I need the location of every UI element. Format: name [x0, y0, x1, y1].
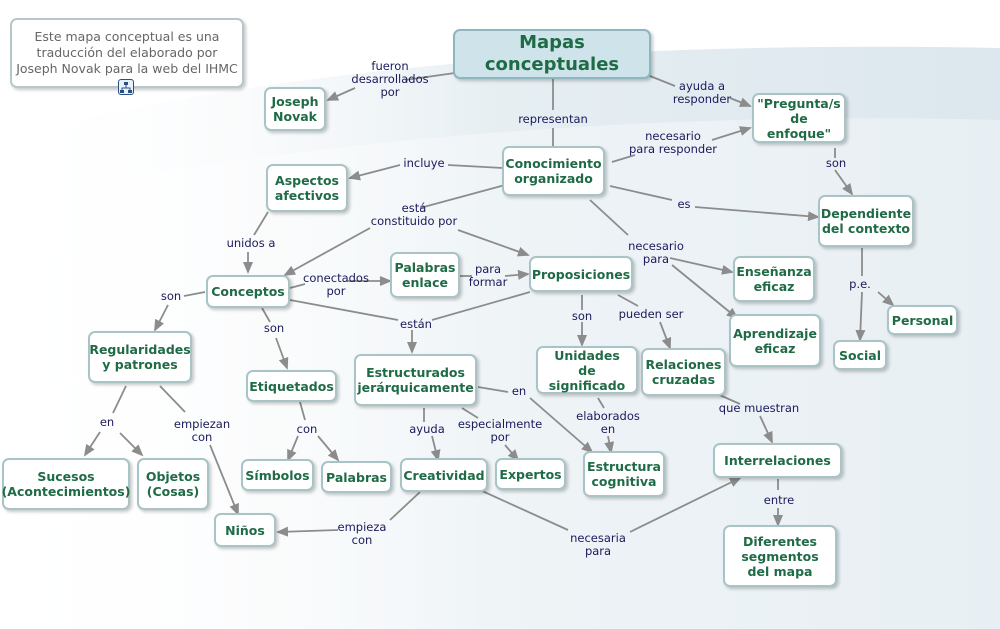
concept-pregunta-de-enfoque[interactable]: "Pregunta/s de enfoque" — [752, 93, 846, 143]
link-son-etiquetados: son — [263, 321, 285, 335]
link-son-pregunta: son — [825, 156, 847, 170]
link-conectados-por: conectados por — [303, 271, 369, 298]
link-son-unidades: son — [571, 309, 593, 323]
link-en-sucesos: en — [99, 415, 115, 429]
link-pe: p.e. — [849, 277, 871, 291]
concept-estructurados-jerarquicamente[interactable]: Estructurados jerárquicamente — [354, 354, 477, 406]
link-pueden-ser: pueden ser — [618, 307, 684, 321]
concept-conocimiento-organizado[interactable]: Conocimiento organizado — [502, 146, 605, 196]
link-especialmente-por: especialmente por — [457, 417, 543, 444]
concept-palabras[interactable]: Palabras — [321, 461, 392, 493]
link-elaborados-en: elaborados en — [576, 409, 640, 436]
link-fueron-desarrollados-por: fueron desarrollados por — [351, 59, 429, 99]
concept-regularidades-y-patrones[interactable]: Regularidades y patrones — [88, 331, 192, 383]
concept-simbolos[interactable]: Símbolos — [241, 459, 314, 491]
link-incluye: incluye — [403, 156, 445, 170]
concept-palabras-enlace[interactable]: Palabras enlace — [390, 252, 460, 298]
concept-proposiciones[interactable]: Proposiciones — [529, 256, 633, 292]
concept-diferentes-segmentos[interactable]: Diferentes segmentos del mapa — [723, 525, 837, 587]
concept-aprendizaje-eficaz[interactable]: Aprendizaje eficaz — [729, 314, 821, 367]
concept-unidades-de-significado[interactable]: Unidades de significado — [536, 346, 638, 394]
link-ayuda-a-responder: ayuda a responder — [672, 79, 732, 106]
concept-joseph-novak[interactable]: Joseph Novak — [264, 87, 326, 131]
link-con-simbolos: con — [296, 422, 318, 436]
link-entre: entre — [763, 493, 795, 507]
concept-relaciones-cruzadas[interactable]: Relaciones cruzadas — [641, 348, 726, 396]
link-son-conceptos: son — [160, 289, 182, 303]
link-representan: representan — [518, 112, 588, 126]
link-ayuda: ayuda — [409, 422, 445, 436]
concept-aspectos-afectivos[interactable]: Aspectos afectivos — [266, 164, 348, 212]
concept-expertos[interactable]: Expertos — [495, 458, 566, 490]
concept-ensenanza-eficaz[interactable]: Enseñanza eficaz — [733, 256, 815, 302]
link-necesario-para-responder: necesario para responder — [628, 129, 718, 156]
concept-estructura-cognitiva[interactable]: Estructura cognitiva — [583, 451, 665, 497]
concept-etiquetados[interactable]: Etiquetados — [246, 370, 337, 402]
link-para-formar: para formar — [468, 262, 508, 289]
concept-ninos[interactable]: Niños — [214, 513, 276, 547]
concept-map-icon[interactable] — [118, 79, 134, 95]
link-que-muestran: que muestran — [718, 401, 800, 415]
concept-mapas-conceptuales[interactable]: Mapas conceptuales — [453, 29, 651, 79]
concept-conceptos[interactable]: Conceptos — [206, 275, 290, 308]
concept-personal[interactable]: Personal — [887, 305, 958, 335]
concept-interrelaciones[interactable]: Interrelaciones — [713, 443, 842, 478]
link-unidos-a: unidos a — [226, 236, 276, 250]
concept-creatividad[interactable]: Creatividad — [400, 458, 488, 492]
translation-note: Este mapa conceptual es una traducción d… — [10, 18, 244, 88]
link-es: es — [677, 197, 691, 211]
concept-sucesos[interactable]: Sucesos (Acontecimientos) — [2, 458, 130, 510]
link-necesaria-para: necesaria para — [570, 531, 626, 558]
concept-objetos[interactable]: Objetos (Cosas) — [137, 458, 209, 510]
link-esta-constituido-por: está constituido por — [370, 201, 458, 228]
link-en-estructura: en — [511, 384, 527, 398]
link-empiezan-con: empiezan con — [173, 417, 231, 444]
link-estan: están — [400, 317, 432, 331]
concept-dependiente-del-contexto[interactable]: Dependiente del contexto — [818, 195, 914, 247]
link-necesario-para: necesario para — [628, 239, 684, 266]
concept-social[interactable]: Social — [833, 340, 887, 370]
link-empieza-con: empieza con — [337, 520, 387, 547]
